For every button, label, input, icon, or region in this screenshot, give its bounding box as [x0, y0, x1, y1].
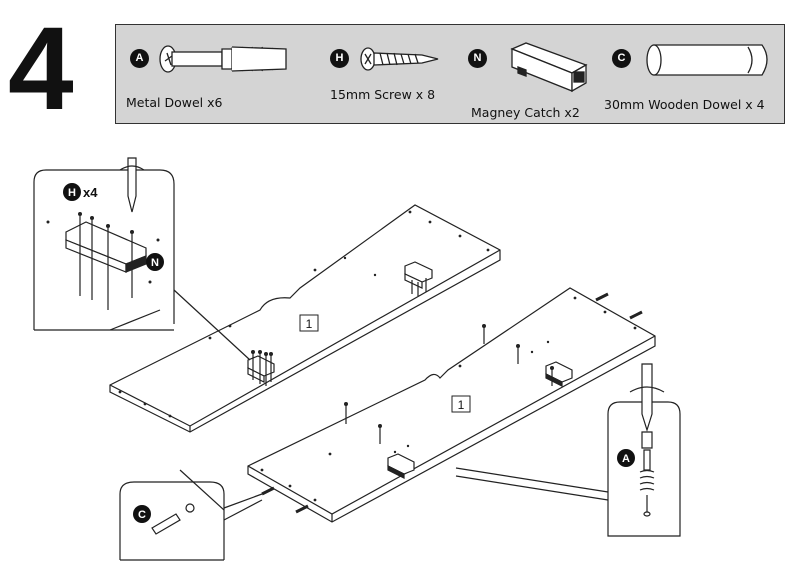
part-label-magnetic-catch: Magney Catch x2 — [471, 105, 580, 120]
magnetic-catch-icon — [510, 42, 588, 93]
panel-label-bottom: 1 — [458, 398, 465, 412]
part-badge-h: H — [330, 49, 349, 68]
part-label-metal-dowel: Metal Dowel x6 — [126, 95, 223, 110]
catch-detail-callout — [33, 157, 251, 361]
part-label-screw: 15mm Screw x 8 — [330, 87, 436, 102]
part-badge-a: A — [130, 49, 149, 68]
panel-label-top: 1 — [306, 317, 313, 331]
part-badge-n: N — [468, 49, 487, 68]
step-number: 4 — [8, 3, 74, 135]
metal-dowel-icon — [159, 45, 287, 73]
metal-dowel-detail-badge: A — [622, 453, 630, 465]
part-badge-c: C — [612, 49, 631, 68]
screw-icon — [360, 47, 439, 71]
catch-detail-badge-h: H — [68, 187, 76, 199]
metal-dowel-detail-callout — [455, 363, 681, 537]
catch-detail-count: x4 — [83, 185, 98, 200]
wooden-dowel-detail-callout — [119, 469, 263, 561]
catch-detail-badge-n: N — [151, 257, 159, 269]
wooden-dowel-detail-badge: C — [138, 509, 146, 521]
part-label-wooden-dowel: 30mm Wooden Dowel x 4 — [604, 97, 765, 112]
parts-list: A Metal Dowel x6 H 15mm Screw x 8 N — [115, 24, 785, 124]
wooden-dowel-icon — [646, 44, 768, 76]
